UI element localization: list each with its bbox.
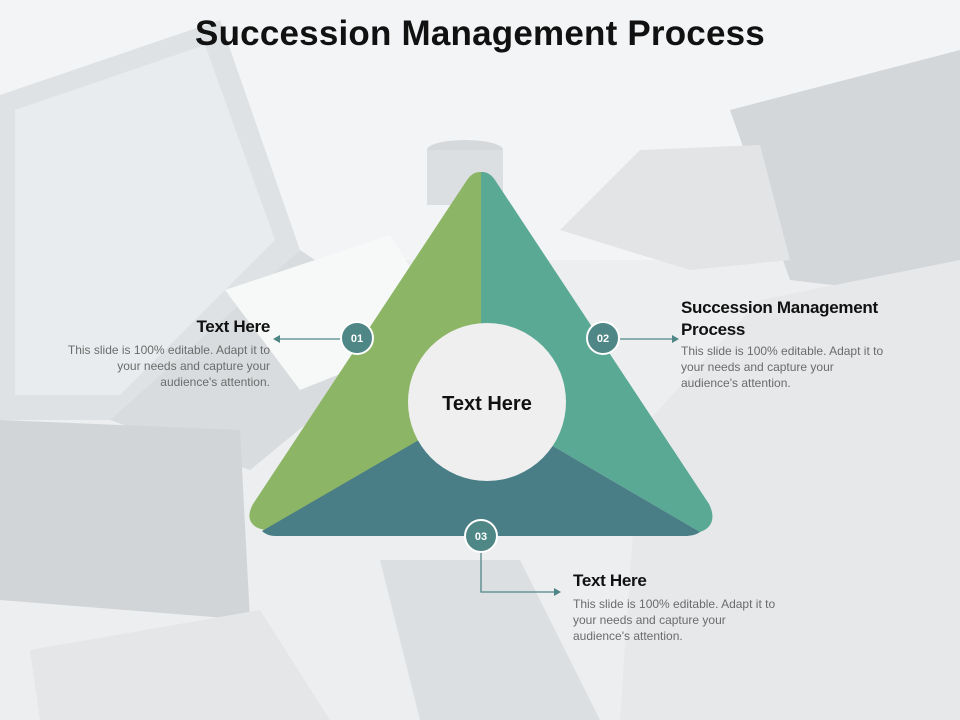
step-01-block: Text Here This slide is 100% editable. A… — [64, 316, 270, 390]
arrow-head-02 — [672, 335, 679, 343]
badge-03-label: 03 — [475, 531, 487, 543]
step-01-heading: Text Here — [196, 317, 270, 336]
center-circle — [408, 323, 566, 481]
step-03-body: This slide is 100% editable. Adapt it to… — [573, 597, 776, 643]
paper-shape — [30, 610, 330, 720]
sleeve-shape — [380, 560, 600, 720]
step-02-heading: Succession Management Process — [681, 298, 878, 339]
hand-shape — [560, 145, 790, 270]
badge-01-label: 01 — [351, 333, 363, 345]
figure-shape — [620, 260, 960, 720]
arm-shape — [730, 50, 960, 300]
notebook-shape — [0, 420, 250, 620]
connector-03 — [480, 553, 554, 593]
arrow-head-03 — [554, 588, 561, 596]
step-02-block: Succession Management Process This slide… — [681, 297, 891, 391]
badge-02-label: 02 — [597, 333, 609, 345]
badge-03 — [464, 519, 498, 553]
step-03-heading: Text Here — [573, 571, 647, 590]
step-03-block: Text Here This slide is 100% editable. A… — [573, 570, 783, 644]
badge-01 — [340, 321, 374, 355]
center-label: Text Here — [442, 393, 532, 415]
arrow-head-01 — [273, 335, 280, 343]
badge-02 — [586, 321, 620, 355]
step-01-body: This slide is 100% editable. Adapt it to… — [67, 343, 270, 389]
step-02-body: This slide is 100% editable. Adapt it to… — [681, 344, 884, 390]
page-title: Succession Management Process — [195, 14, 765, 53]
